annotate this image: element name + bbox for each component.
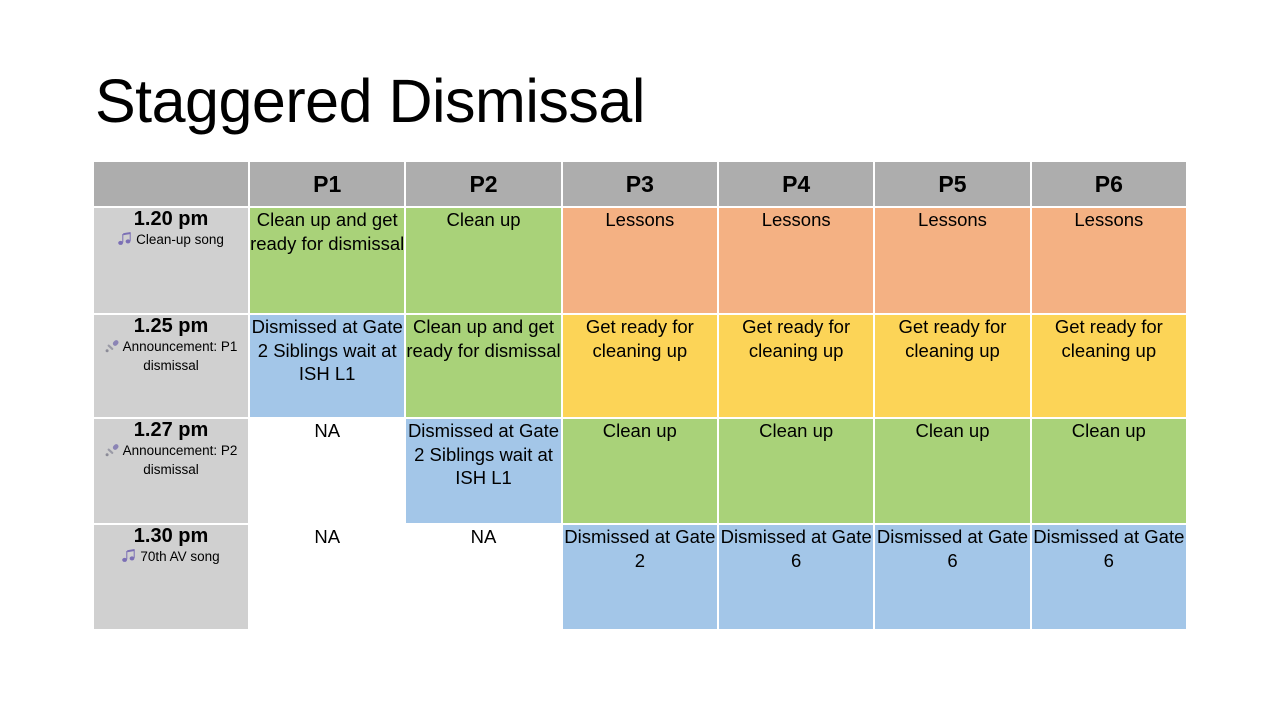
time-note-text: Announcement: P1 dismissal	[122, 339, 238, 373]
table-corner-header	[93, 161, 250, 207]
schedule-cell: Clean up	[718, 418, 875, 524]
schedule-cell: Dismissed at Gate 6	[874, 524, 1031, 630]
schedule-cell: Get ready for cleaning up	[561, 314, 718, 418]
column-header-p3: P3	[561, 161, 718, 207]
schedule-cell: Get ready for cleaning up	[1030, 314, 1187, 418]
schedule-cell: Clean up and get ready for dismissal	[405, 314, 562, 418]
schedule-cell: NA	[249, 418, 406, 524]
schedule-cell: Dismissed at Gate 6	[718, 524, 875, 630]
schedule-cell: Clean up	[874, 418, 1031, 524]
schedule-cell: Dismissed at Gate 2 Siblings wait at ISH…	[405, 418, 562, 524]
time-label: 1.25 pm	[133, 315, 209, 337]
column-header-p4: P4	[718, 161, 875, 207]
staggered-dismissal-table: P1 P2 P3 P4 P5 P6 1.20 pm Clean-up song …	[93, 161, 1187, 630]
time-note: 70th AV song	[94, 549, 248, 568]
microphone-icon	[105, 339, 120, 358]
music-note-icon	[122, 549, 137, 568]
table-header: P1 P2 P3 P4 P5 P6	[93, 161, 1187, 207]
schedule-cell: Lessons	[718, 207, 875, 314]
schedule-cell: Clean up and get ready for dismissal	[249, 207, 406, 314]
schedule-cell: Lessons	[1030, 207, 1187, 314]
schedule-table-container: P1 P2 P3 P4 P5 P6 1.20 pm Clean-up song …	[93, 161, 1187, 630]
schedule-cell: Get ready for cleaning up	[718, 314, 875, 418]
time-label: 1.30 pm	[133, 525, 209, 547]
schedule-cell: Dismissed at Gate 2 Siblings wait at ISH…	[249, 314, 406, 418]
music-note-icon	[118, 232, 133, 251]
schedule-cell: NA	[249, 524, 406, 630]
schedule-cell: NA	[405, 524, 562, 630]
schedule-cell: Clean up	[405, 207, 562, 314]
time-cell: 1.25 pm Announcement: P1 dismissal	[93, 314, 250, 418]
time-note: Announcement: P1 dismissal	[94, 339, 248, 375]
schedule-cell: Lessons	[874, 207, 1031, 314]
page-title: Staggered Dismissal	[95, 67, 645, 135]
table-header-row: P1 P2 P3 P4 P5 P6	[93, 161, 1187, 207]
time-note: Clean-up song	[94, 232, 248, 251]
time-note-text: Announcement: P2 dismissal	[122, 443, 238, 477]
schedule-cell: Dismissed at Gate 6	[1030, 524, 1187, 630]
table-row: 1.20 pm Clean-up song Clean up and get r…	[93, 207, 1187, 314]
column-header-p5: P5	[874, 161, 1031, 207]
schedule-cell: Dismissed at Gate 2	[561, 524, 718, 630]
column-header-p2: P2	[405, 161, 562, 207]
table-row: 1.25 pm Announcement: P1 dismissal Dismi…	[93, 314, 1187, 418]
column-header-p1: P1	[249, 161, 406, 207]
table-row: 1.30 pm 70th AV song NA NA Dismissed at …	[93, 524, 1187, 630]
time-note: Announcement: P2 dismissal	[94, 443, 248, 479]
time-cell: 1.27 pm Announcement: P2 dismissal	[93, 418, 250, 524]
schedule-cell: Get ready for cleaning up	[874, 314, 1031, 418]
schedule-cell: Clean up	[1030, 418, 1187, 524]
time-label: 1.27 pm	[133, 419, 209, 441]
time-note-text: 70th AV song	[140, 549, 220, 564]
table-row: 1.27 pm Announcement: P2 dismissal NA Di…	[93, 418, 1187, 524]
schedule-cell: Lessons	[561, 207, 718, 314]
schedule-cell: Clean up	[561, 418, 718, 524]
microphone-icon	[105, 443, 120, 462]
time-note-text: Clean-up song	[136, 232, 224, 247]
time-cell: 1.30 pm 70th AV song	[93, 524, 250, 630]
column-header-p6: P6	[1030, 161, 1187, 207]
table-body: 1.20 pm Clean-up song Clean up and get r…	[93, 207, 1187, 630]
time-cell: 1.20 pm Clean-up song	[93, 207, 250, 314]
time-label: 1.20 pm	[133, 208, 209, 230]
